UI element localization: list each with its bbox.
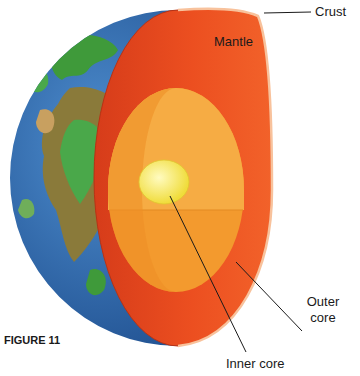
leader-line	[264, 12, 311, 13]
layer-label: Mantle	[214, 34, 253, 50]
layer-label: Inner core	[226, 356, 285, 372]
figure-caption: FIGURE 11	[4, 333, 60, 347]
mantle-section	[94, 9, 272, 346]
leader-line	[170, 196, 246, 352]
leader-line	[236, 262, 302, 331]
inner-core	[139, 160, 189, 204]
globe-surface	[10, 9, 272, 346]
layer-label: Crust	[315, 4, 346, 20]
outer-core	[108, 88, 244, 292]
layer-label: Outer core	[300, 294, 346, 326]
